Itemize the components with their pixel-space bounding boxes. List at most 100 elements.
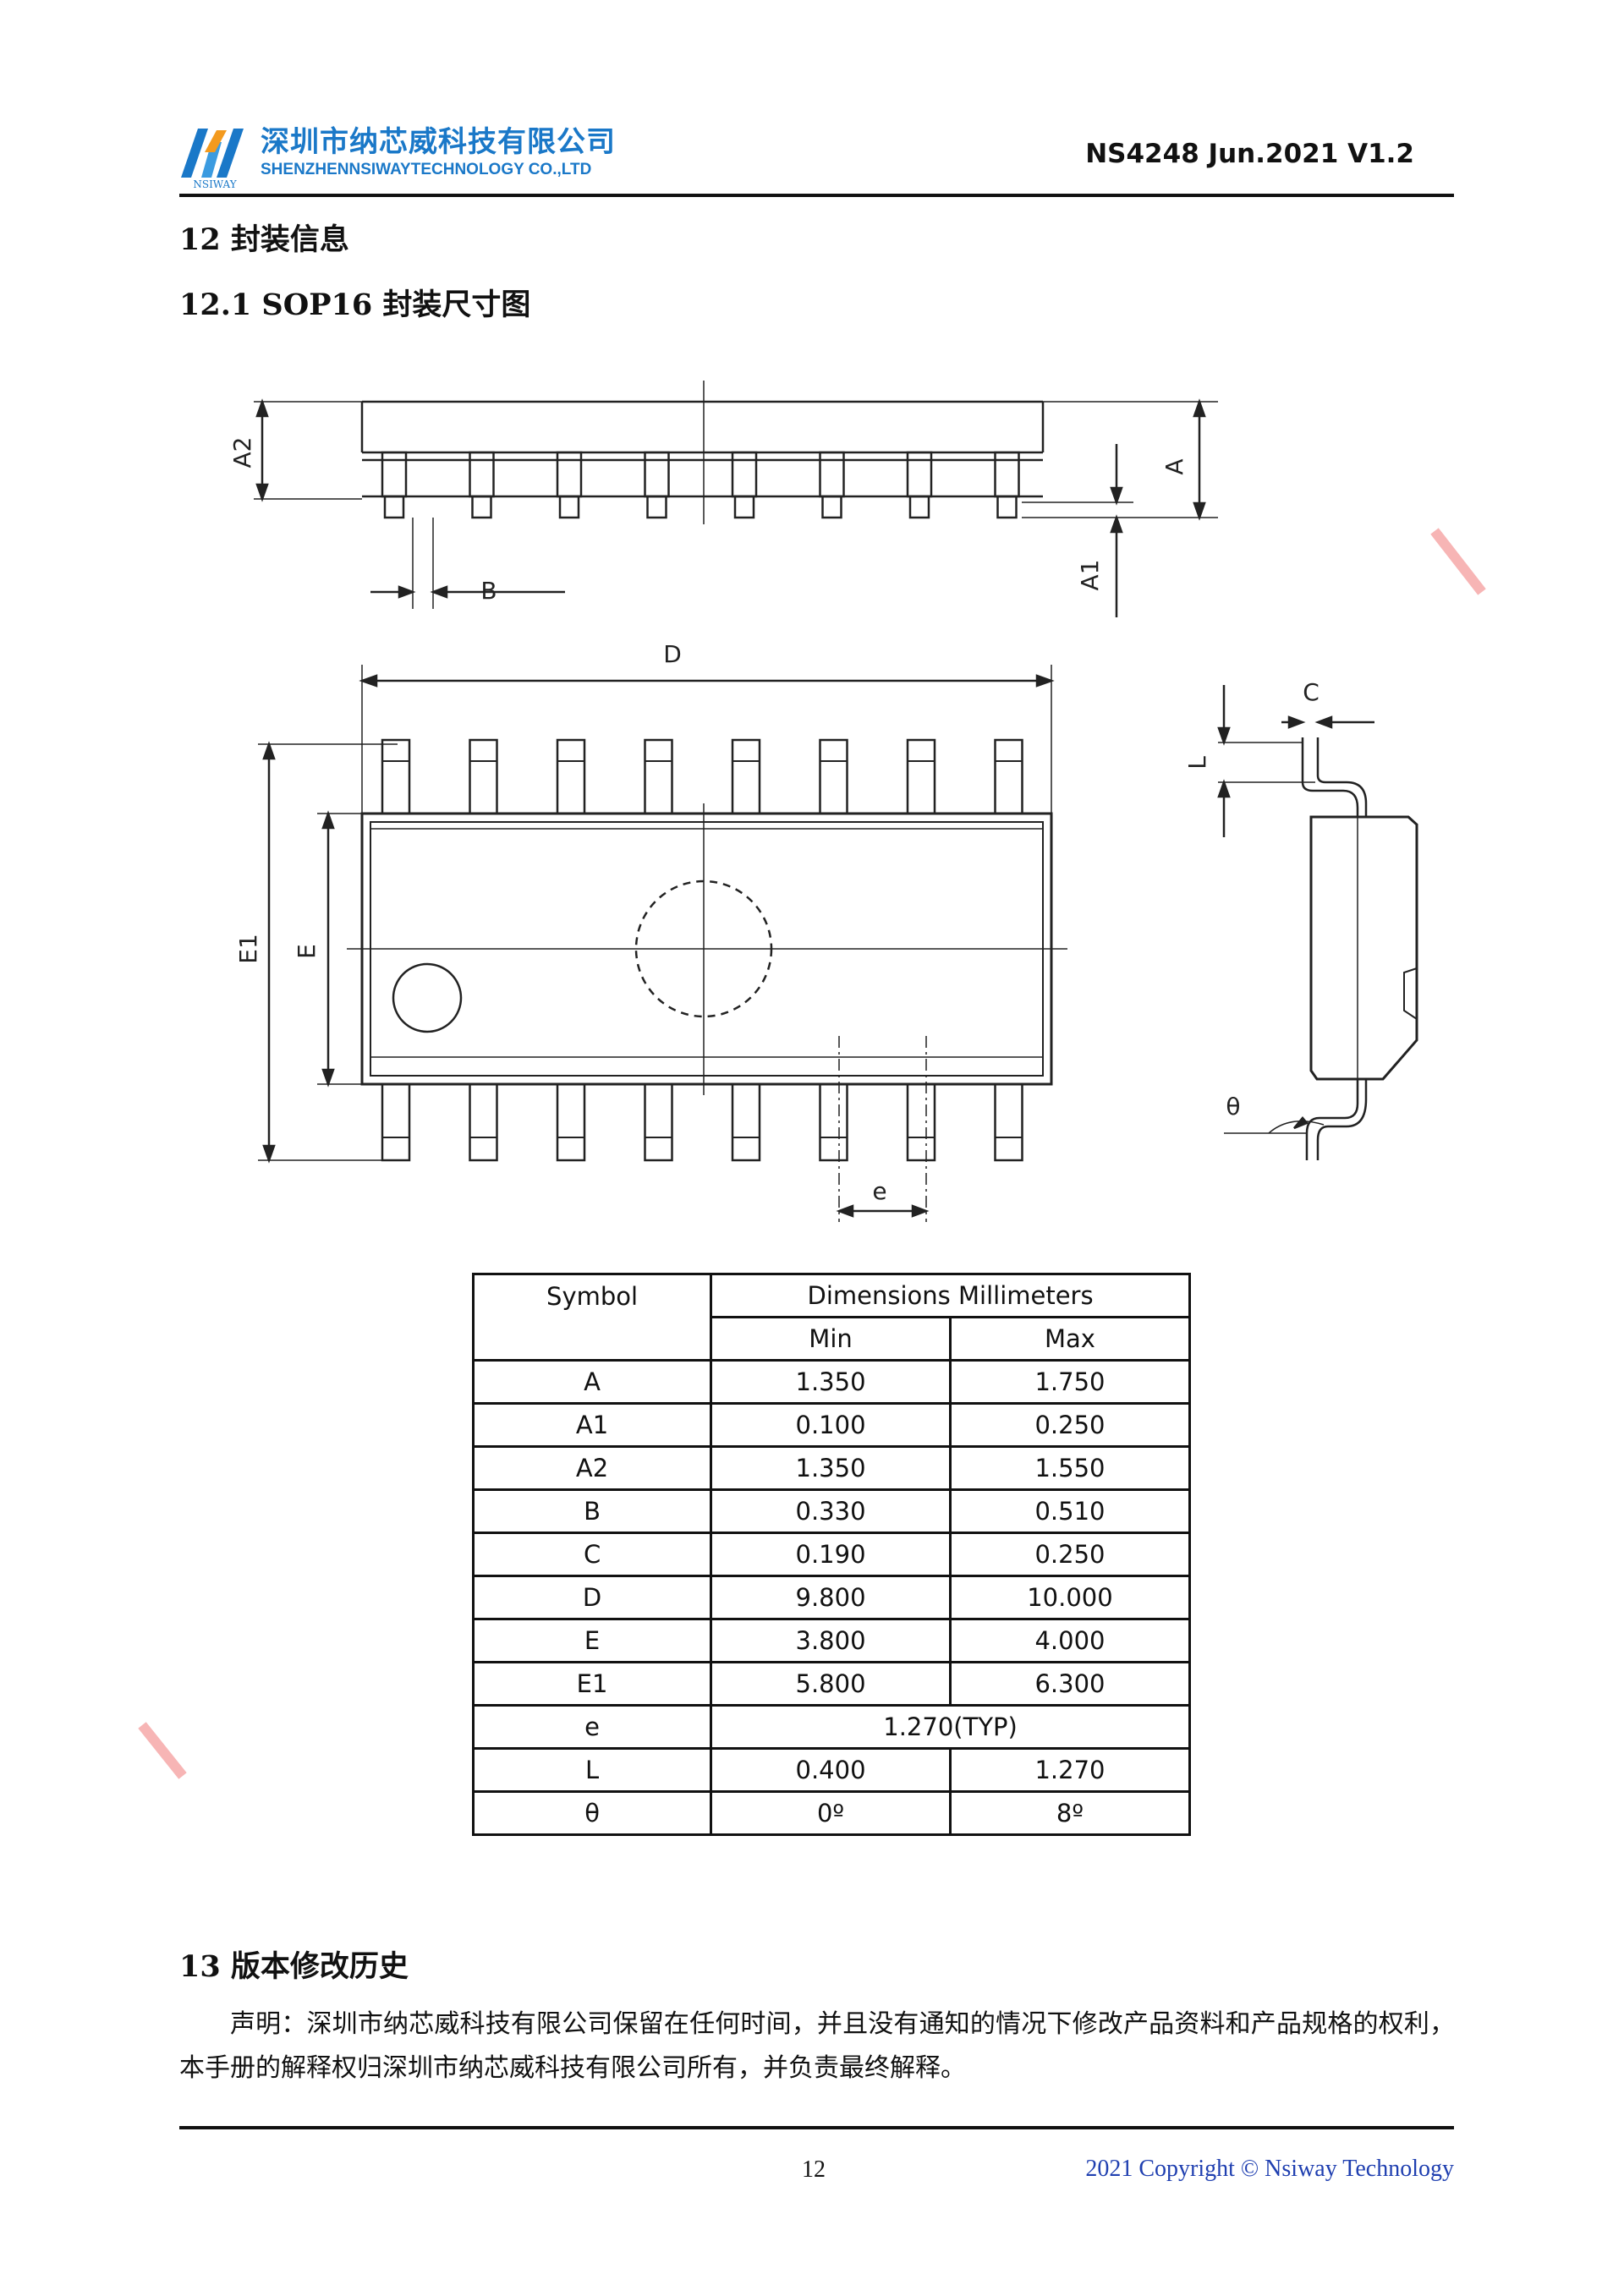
- label-e1: E1: [234, 934, 262, 964]
- cell-max: 4.000: [948, 1618, 1192, 1663]
- cell-min: 0.100: [710, 1402, 952, 1448]
- top-lead-upper: [644, 738, 673, 815]
- top-lead-upper: [994, 738, 1023, 815]
- table-subheader-row: Min Max: [474, 1316, 1192, 1362]
- side-lead-foot: [733, 495, 755, 519]
- cell-min: 5.800: [710, 1661, 952, 1707]
- side-lead-foot: [558, 495, 580, 519]
- header-divider: [179, 194, 1454, 197]
- footer-divider: [179, 2126, 1454, 2129]
- cell-symbol: e: [471, 1704, 713, 1750]
- top-lead-upper: [556, 738, 586, 815]
- label-e: E: [293, 944, 321, 959]
- watermark-mark-left: [138, 1722, 187, 1779]
- side-view: [254, 381, 1218, 617]
- cell-min: 3.800: [710, 1618, 952, 1663]
- label-theta: θ: [1226, 1093, 1240, 1121]
- company-logo: NSIWAY: [181, 129, 244, 189]
- cell-min: 0º: [710, 1790, 952, 1836]
- header-symbol: Symbol: [471, 1273, 713, 1362]
- cell-min: 0.190: [710, 1532, 952, 1577]
- label-b: B: [480, 577, 497, 605]
- top-lead-lower: [819, 1082, 848, 1162]
- cell-symbol: C: [471, 1532, 713, 1577]
- cell-typ: 1.270(TYP): [710, 1704, 1191, 1750]
- table-header-row: Symbol Dimensions Millimeters: [471, 1273, 1191, 1362]
- cell-symbol: E: [471, 1618, 713, 1663]
- cell-symbol: B: [471, 1488, 713, 1534]
- cell-symbol: D: [471, 1575, 713, 1620]
- label-l: L: [1183, 756, 1211, 770]
- top-lead-lower: [381, 1082, 411, 1162]
- section-heading-12-1: 12.1 SOP16 封装尺寸图: [179, 288, 531, 322]
- label-pitch-e: e: [872, 1177, 886, 1205]
- top-lead-lower: [731, 1082, 761, 1162]
- logo-text: NSIWAY: [193, 178, 237, 189]
- top-lead-lower: [469, 1082, 498, 1162]
- disclaimer-paragraph: 声明：深圳市纳芯威科技有限公司保留在任何时间，并且没有通知的情况下修改产品资料和…: [179, 2009, 1455, 2083]
- cell-symbol: A1: [471, 1402, 713, 1448]
- company-name-cn: 深圳市纳芯威科技有限公司: [261, 125, 616, 159]
- label-a: A: [1160, 458, 1188, 474]
- top-lead-upper: [819, 738, 848, 815]
- cell-max: 1.550: [948, 1445, 1192, 1491]
- cell-symbol: A: [471, 1359, 713, 1405]
- cell-max: 0.510: [948, 1488, 1192, 1534]
- top-lead-upper: [469, 738, 498, 815]
- cell-max: 8º: [948, 1790, 1192, 1836]
- cell-min: 1.350: [710, 1445, 952, 1491]
- end-view: [1217, 685, 1418, 1160]
- side-lead-foot: [821, 495, 842, 519]
- label-d: D: [663, 640, 682, 668]
- dimension-labels: A2 A A1 B D E1 E e C L θ: [228, 437, 1320, 1205]
- cell-min: 0.400: [710, 1747, 952, 1793]
- header-min: Min: [710, 1316, 952, 1362]
- top-lead-lower: [906, 1082, 936, 1162]
- section-heading-13: 13 版本修改历史: [179, 1949, 409, 1984]
- top-lead-lower: [994, 1082, 1023, 1162]
- cell-max: 1.270: [948, 1747, 1192, 1793]
- cell-symbol: L: [471, 1747, 713, 1793]
- label-a2: A2: [228, 437, 256, 469]
- cell-max: 0.250: [948, 1532, 1192, 1577]
- company-name-en: SHENZHENNSIWAYTECHNOLOGY CO.,LTD: [261, 161, 592, 178]
- label-c: C: [1303, 678, 1320, 706]
- cell-min: 9.800: [710, 1575, 952, 1620]
- label-a1: A1: [1076, 560, 1104, 591]
- cell-symbol: θ: [471, 1790, 713, 1836]
- top-lead-lower: [644, 1082, 673, 1162]
- side-lead-foot: [996, 495, 1018, 519]
- top-lead-upper: [381, 738, 411, 815]
- side-lead-foot: [471, 495, 492, 519]
- header-dimensions: Dimensions Millimeters: [710, 1273, 1191, 1318]
- side-lead-foot: [908, 495, 930, 519]
- top-view: [258, 665, 1067, 1222]
- document-version: NS4248 Jun.2021 V1.2: [1085, 139, 1414, 169]
- watermark-mark-right: [1430, 528, 1486, 595]
- copyright-text: 2021 Copyright © Nsiway Technology: [1085, 2156, 1454, 2182]
- cell-min: 0.330: [710, 1488, 952, 1534]
- page-number: 12: [802, 2156, 826, 2183]
- cell-max: 1.750: [948, 1359, 1192, 1405]
- header-max: Max: [948, 1316, 1192, 1362]
- cell-min: 1.350: [710, 1359, 952, 1405]
- top-lead-upper: [906, 738, 936, 815]
- cell-max: 6.300: [948, 1661, 1192, 1707]
- cell-symbol: E1: [471, 1661, 713, 1707]
- section-heading-12: 12 封装信息: [179, 222, 349, 257]
- side-lead-foot: [646, 495, 667, 519]
- cell-max: 10.000: [948, 1575, 1192, 1620]
